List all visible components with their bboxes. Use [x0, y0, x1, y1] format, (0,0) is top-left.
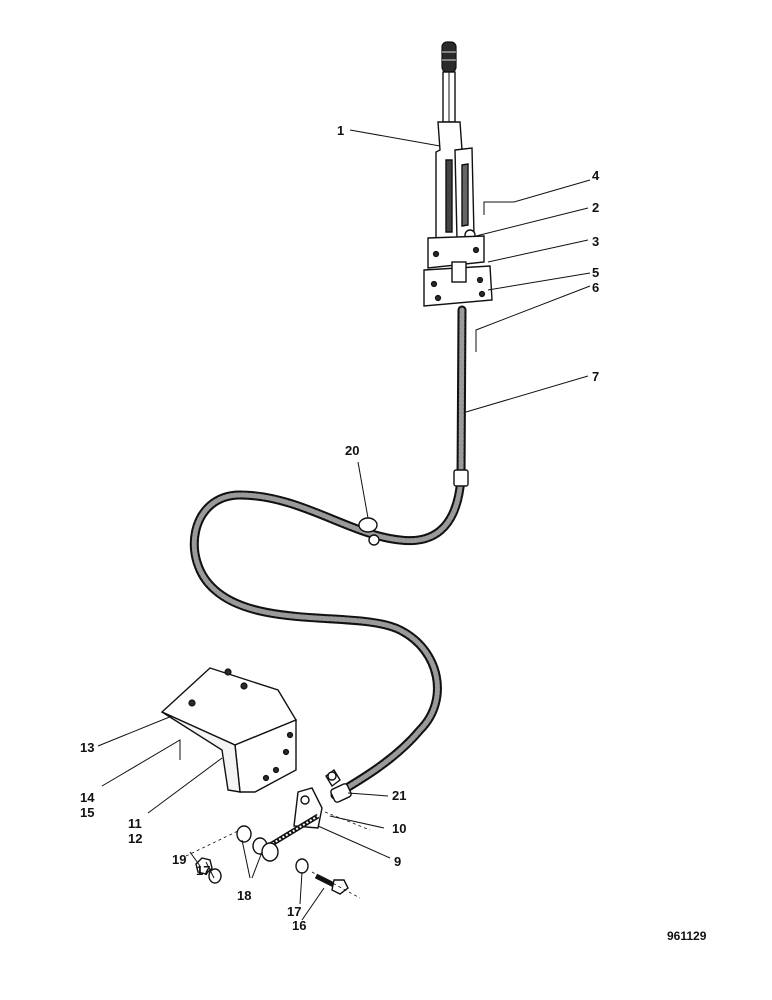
- callout-4: 4: [592, 168, 600, 183]
- callout-5: 5: [592, 265, 599, 280]
- washer-17a: [208, 868, 222, 884]
- nut-18: [261, 842, 279, 862]
- callout-10: 10: [392, 821, 406, 836]
- callout-17a: 17: [196, 863, 210, 878]
- nut-19: [195, 857, 213, 875]
- callout-12: 12: [128, 831, 142, 846]
- callout-labels: 1 4 2 3 5 6 7 20 13 14 15 11 12 21 10 9 …: [80, 123, 707, 943]
- lever-assembly: [423, 41, 493, 307]
- callout-6: 6: [592, 280, 599, 295]
- washer-18a: [236, 825, 252, 843]
- callout-7: 7: [592, 369, 599, 384]
- drawing-reference-number: 961129: [667, 929, 707, 943]
- callout-11: 11: [128, 816, 142, 831]
- mounting-plate: [423, 265, 493, 307]
- callout-17b: 17: [287, 904, 301, 919]
- callout-9: 9: [394, 854, 401, 869]
- callout-2: 2: [592, 200, 599, 215]
- callout-16: 16: [292, 918, 306, 933]
- washer-17b: [295, 858, 309, 874]
- cable-abutment: [330, 783, 352, 803]
- cable-clip: [358, 517, 378, 533]
- callout-19: 19: [172, 852, 186, 867]
- clevis-assembly: [185, 768, 371, 899]
- lever-knob: [441, 41, 457, 73]
- leader-lines: [97, 129, 591, 921]
- callout-15: 15: [80, 805, 94, 820]
- cable-bracket: [160, 667, 298, 793]
- lever-bracket: [427, 235, 485, 269]
- callout-1: 1: [337, 123, 344, 138]
- callout-18: 18: [237, 888, 251, 903]
- cable-ferrule: [453, 469, 469, 487]
- callout-14: 14: [80, 790, 95, 805]
- callout-13: 13: [80, 740, 94, 755]
- callout-21: 21: [392, 788, 406, 803]
- callout-20: 20: [345, 443, 359, 458]
- callout-3: 3: [592, 234, 599, 249]
- brake-cable: [189, 305, 469, 800]
